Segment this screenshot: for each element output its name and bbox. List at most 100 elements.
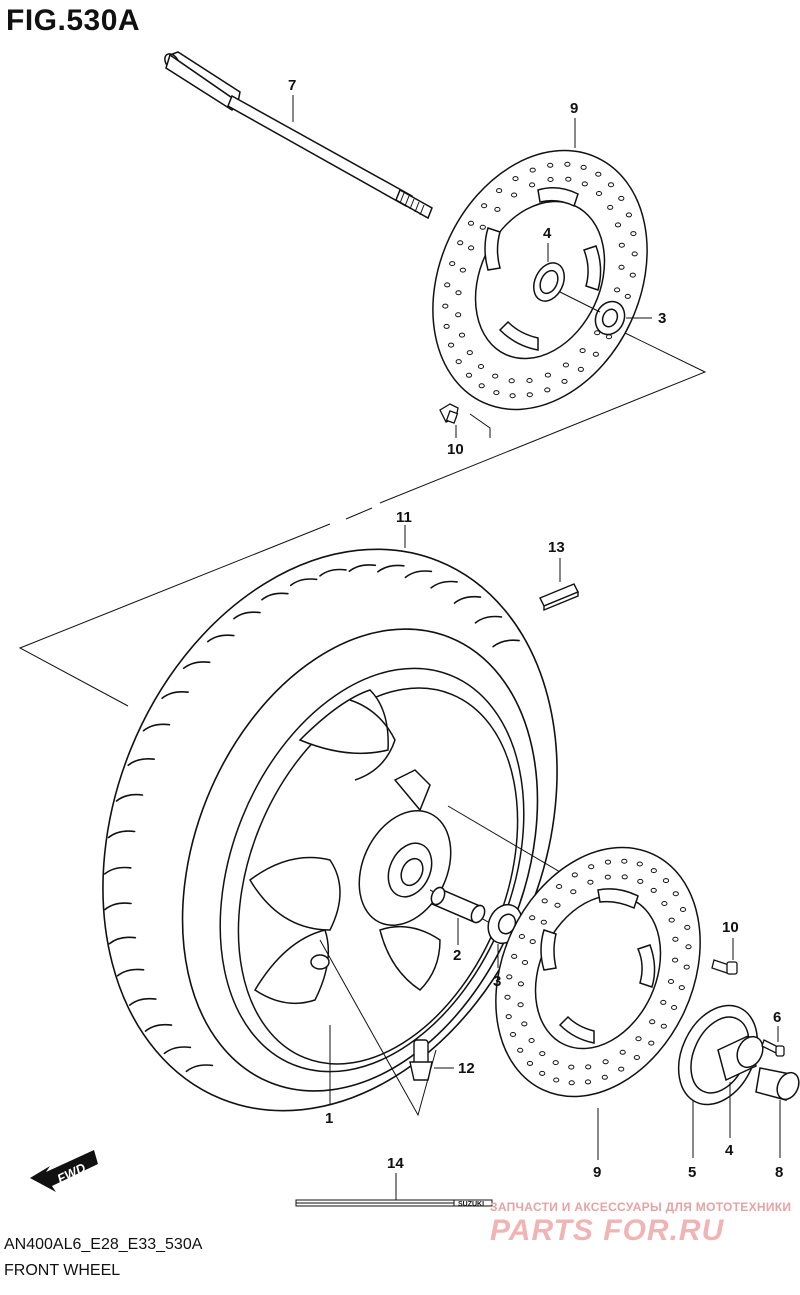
disc-hole (618, 1066, 625, 1072)
disc-hole (512, 176, 519, 182)
brake-disc-lower-holes (504, 858, 692, 1086)
disc-hole (633, 1055, 641, 1060)
disc-hole (493, 390, 500, 396)
tape-brand-label: SUZUKI (458, 1201, 484, 1208)
disc-hole (678, 985, 685, 991)
disc-hole (455, 290, 462, 296)
bearing-lower (717, 1034, 764, 1082)
tread-groove (182, 661, 211, 670)
disc-hole (604, 874, 611, 880)
disc-hole (494, 206, 501, 212)
tread-groove (348, 564, 377, 573)
disc-hole (547, 162, 554, 168)
bracket-bolt-upper (469, 413, 491, 438)
disc-hole (465, 372, 473, 378)
disc-hole (529, 939, 536, 945)
disc-hole (585, 1064, 592, 1070)
callout-collar: 2 (453, 947, 461, 964)
disc-hole (526, 378, 533, 383)
tread-groove (127, 758, 155, 766)
leader-tape (319, 939, 437, 1117)
disc-hole (601, 1074, 608, 1080)
dust-collar (755, 1067, 800, 1101)
disc-hole (584, 1079, 592, 1085)
tread-groove (116, 968, 145, 977)
disc-hole (672, 891, 679, 897)
callout-tire: 11 (396, 509, 412, 526)
axis-upper (559, 291, 601, 313)
watermark-logo: PARTS FOR.RU (490, 1214, 725, 1247)
disc-hole (588, 864, 595, 870)
disc-hole (505, 1014, 512, 1020)
tread-groove (185, 1064, 214, 1073)
disc-hole (649, 1019, 656, 1025)
disc-hole (650, 887, 657, 893)
disc-hole (637, 878, 644, 884)
tread-groove (289, 578, 318, 587)
disc-hole (455, 312, 462, 318)
disc-hole (541, 898, 548, 904)
rim-tape (295, 1199, 493, 1207)
callout-wheel: 1 (325, 1110, 333, 1127)
hub (310, 769, 452, 970)
disc-hole (679, 907, 687, 912)
disc-hole (509, 393, 516, 399)
disc-hole (568, 1064, 575, 1070)
disc-hole (618, 264, 625, 270)
disc-hole (592, 351, 600, 357)
tread-groove (107, 830, 136, 839)
disc-hole (661, 901, 668, 906)
disc-hole (565, 176, 572, 182)
disc-hole (683, 964, 690, 970)
disc-hole (466, 350, 473, 356)
disc-hole (660, 999, 667, 1005)
disc-hole (580, 164, 587, 170)
disc-hole (547, 177, 554, 182)
tread-groove (104, 902, 132, 911)
disc-hole (521, 960, 529, 965)
callout-valve: 12 (458, 1060, 475, 1077)
collar (430, 886, 486, 924)
disc-hole (457, 240, 464, 246)
disc-hole (648, 1040, 655, 1046)
figure-code: AN400AL6_E28_E33_530A (4, 1236, 203, 1253)
disc-hole (650, 868, 657, 874)
disc-hole (517, 1047, 524, 1053)
callout-spacer-lower: 3 (493, 973, 501, 990)
disc-hole (529, 182, 536, 188)
callout-disc-lower: 9 (593, 1164, 601, 1181)
callout-tape: 14 (387, 1155, 404, 1172)
disc-hole (509, 1032, 517, 1037)
disc-hole (625, 212, 633, 218)
section-bracket-lower (18, 523, 331, 707)
disc-hole (684, 924, 691, 930)
disc-hole (577, 366, 585, 372)
disc-hole (631, 251, 638, 257)
disc-hole (619, 1049, 626, 1055)
disc-hole (660, 1023, 667, 1029)
callout-bolt-lower: 10 (722, 919, 739, 936)
disc-hole (564, 161, 571, 167)
callout-sensor-ring: 5 (688, 1164, 696, 1181)
disc-hole (521, 1021, 528, 1027)
disc-hole (449, 261, 456, 267)
disc-hole (468, 245, 475, 251)
disc-hole (561, 378, 568, 384)
disc-hole (562, 362, 570, 368)
disc-hole (672, 957, 679, 963)
disc-hole (442, 303, 449, 309)
disc-hole (478, 383, 485, 389)
callout-bearing-upper: 4 (543, 225, 552, 242)
tire-tread (104, 564, 520, 1073)
section-bracket (379, 332, 707, 504)
tread-groove (161, 691, 189, 699)
callout-spacer-upper: 3 (658, 310, 666, 327)
disc-hole (496, 188, 503, 194)
tread-groove (377, 564, 405, 573)
disc-hole (552, 1060, 559, 1066)
disc-hole (539, 1051, 546, 1057)
callout-bearing-lower: 4 (725, 1142, 734, 1159)
bolt-upper (439, 403, 459, 424)
tread-groove (430, 580, 458, 589)
section-bracket-dash (345, 507, 373, 520)
